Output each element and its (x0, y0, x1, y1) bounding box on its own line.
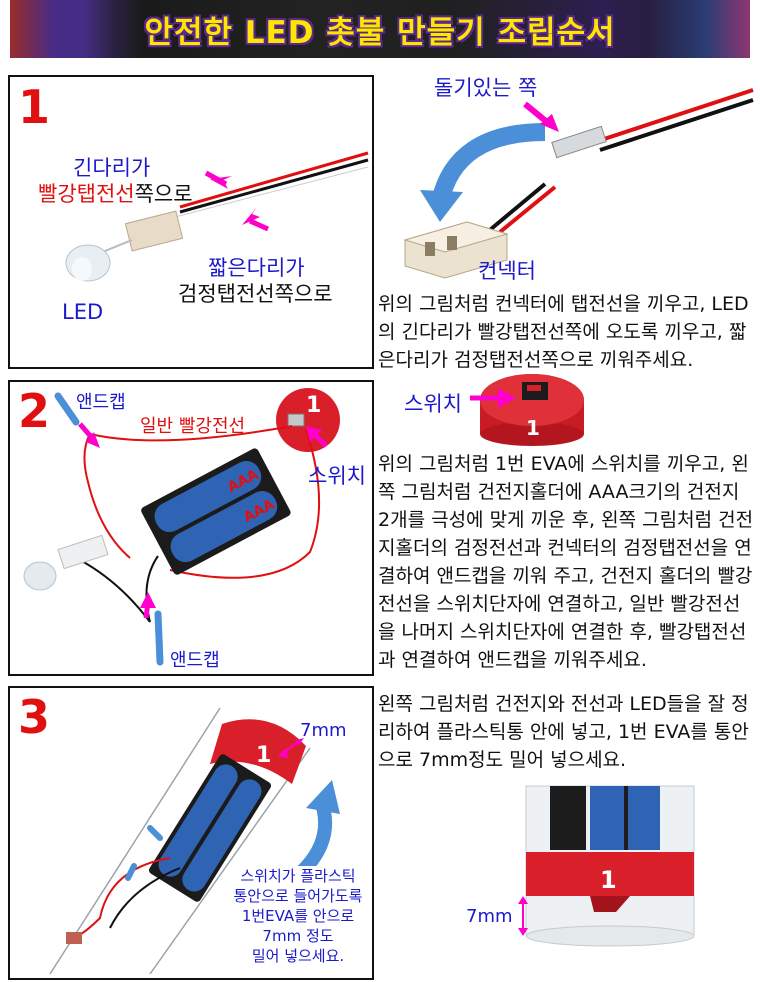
step3-cup-gap-marker (518, 896, 528, 936)
step3-note-line: 통안으로 들어가도록 (233, 887, 363, 905)
step3-cup-eva-number: 1 (600, 866, 617, 894)
step3-description: 왼쪽 그림처럼 건전지와 전선과 LED들을 잘 정리하여 플라스틱통 안에 넣… (378, 693, 749, 771)
step1-toward-text: 쪽으로 (134, 182, 193, 206)
step3-note-line: 밀어 넣으세요. (251, 947, 345, 965)
step1-box (8, 75, 374, 369)
banner-glow (10, 0, 750, 58)
title-banner: 안전한 LED 촛불 만들기 조립순서 (10, 0, 750, 58)
step1-red-wire-label: 빨강탭전선쪽으로 (38, 178, 193, 208)
step3-note-line: 스위치가 플라스틱 (240, 867, 356, 885)
step3-note-line: 7mm 정도 (262, 927, 334, 945)
step1-description: 위의 그림처럼 컨넥터에 탭전선을 끼우고, LED의 긴다리가 빨강탭전선쪽에… (378, 293, 749, 371)
step2-switch-illustration: 1 (480, 374, 584, 446)
step1-led-label: LED (62, 300, 104, 324)
step1-connector-label: 컨넥터 (478, 259, 536, 283)
step1-short-leg-label: 짧은다리가 (208, 256, 305, 280)
step3-note-line: 1번EVA를 안으로 (241, 907, 355, 925)
step2-description: 위의 그림처럼 1번 EVA에 스위치를 끼우고, 왼쪽 그림처럼 건전지홀더에… (378, 453, 754, 671)
step1-connector-illustration (403, 88, 754, 279)
step1-long-leg-label: 긴다리가 (73, 156, 151, 180)
step2-red-wire-label: 일반 빨강전선 (140, 416, 246, 437)
step2-switch-eva-number: 1 (526, 416, 540, 440)
step2-end-cap-top-label: 앤드캡 (76, 392, 126, 413)
step1-number: 1 (18, 80, 51, 134)
step3-note: 스위치가 플라스틱 통안으로 들어가도록 1번EVA를 안으로 7mm 정도 밀… (228, 866, 368, 966)
step3-right-gap-label: 7mm (466, 906, 513, 927)
step1-bumpy-side-label: 돌기있는 쪽 (434, 76, 538, 100)
step2-switch-label: 스위치 (308, 464, 366, 488)
step2-number: 2 (18, 384, 51, 438)
step2-end-cap-bottom-label: 앤드캡 (170, 650, 220, 671)
step3-number: 3 (18, 690, 51, 744)
step3-gap-label: 7mm (300, 720, 347, 741)
step3-cup-illustration: 1 (525, 785, 695, 947)
step3-eva-number: 1 (256, 743, 271, 768)
step2-switch-arrow (470, 388, 516, 408)
step1-black-wire-label: 검정탭전선쪽으로 (178, 282, 333, 306)
step2-eva-number: 1 (306, 393, 322, 418)
page-title: 안전한 LED 촛불 만들기 조립순서 (144, 14, 616, 51)
step2-switch-side-label: 스위치 (404, 392, 462, 416)
step2-wiring-illustration: AAA AAA (23, 388, 340, 666)
step1-led-illustration (65, 151, 369, 282)
step1-red-wire-text: 빨강탭전선 (38, 182, 135, 206)
